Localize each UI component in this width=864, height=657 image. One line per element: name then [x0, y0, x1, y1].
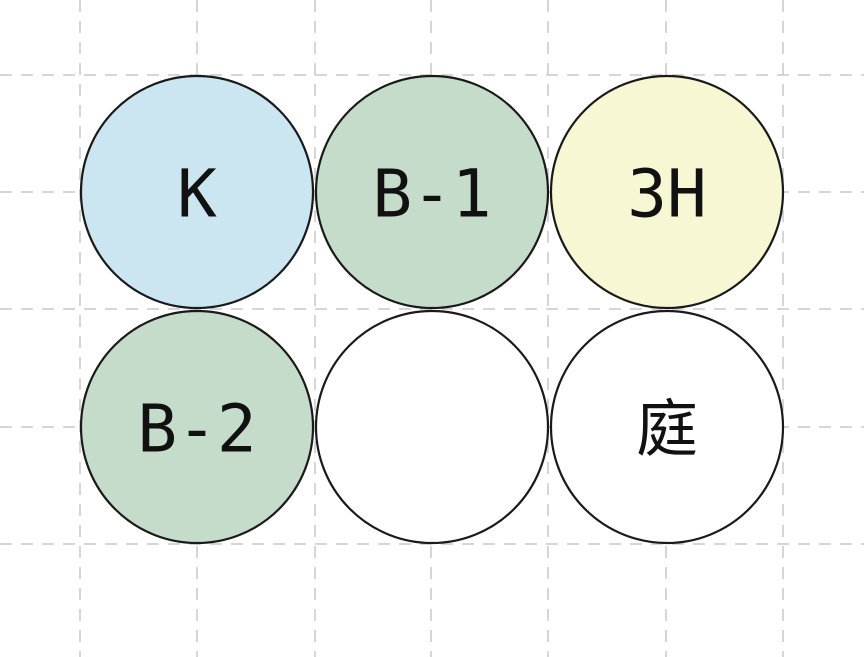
cell-circle — [549, 309, 785, 545]
cell-circle — [314, 74, 550, 310]
cell-label: 3H — [627, 156, 706, 233]
cell-label: B-2 — [137, 391, 256, 468]
cell: 庭 — [549, 309, 785, 545]
cell-label: K — [177, 156, 217, 233]
cell-circle — [314, 309, 550, 545]
cell-circle — [79, 309, 315, 545]
cell-circle — [79, 74, 315, 310]
cell: B-2 — [79, 309, 315, 545]
cell-label: 庭 — [636, 393, 698, 466]
cell-circle — [549, 74, 785, 310]
cell — [314, 309, 550, 545]
cell: 3H — [549, 74, 785, 310]
cell: B-1 — [314, 74, 550, 310]
cell-label: B-1 — [372, 156, 491, 233]
circle-cells: K B-1 3H B-2 庭 — [79, 74, 785, 545]
cell: K — [79, 74, 315, 310]
